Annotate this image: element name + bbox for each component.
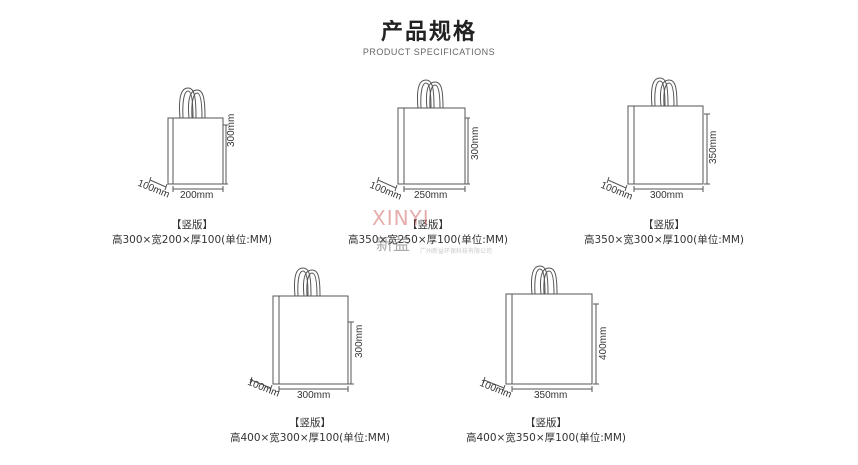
bag-4-spec: 高400×宽300×厚100(单位:MM): [229, 432, 391, 444]
bag-diagram-2: [376, 79, 470, 192]
bag-1-orientation: 【竖版】: [171, 219, 213, 231]
bag-2-spec: 高350×宽250×厚100(单位:MM): [347, 234, 509, 246]
bag-3-spec: 高350×宽300×厚100(单位:MM): [583, 234, 745, 246]
bag-5-spec: 高400×宽350×厚100(单位:MM): [465, 432, 627, 444]
bag-2-width-label: 250mm: [414, 190, 448, 201]
bag-3-orientation: 【竖版】: [643, 219, 685, 231]
bag-1-height-label: 300mm: [226, 113, 237, 147]
bag-1-spec: 高300×宽200×厚100(单位:MM): [111, 234, 273, 246]
bag-3-width-label: 300mm: [650, 190, 684, 201]
bag-4-height-label: 300mm: [354, 324, 365, 358]
bag-4-caption: 【竖版】 高400×宽300×厚100(单位:MM): [200, 416, 420, 446]
bag-2-caption: 【竖版】 高350×宽250×厚100(单位:MM): [318, 218, 538, 248]
bag-1-caption: 【竖版】 高300×宽200×厚100(单位:MM): [82, 218, 302, 248]
bag-4-orientation: 【竖版】: [289, 417, 331, 429]
bag-diagram-5: [482, 265, 599, 392]
bag-5-width-label: 350mm: [534, 390, 568, 401]
bag-2-orientation: 【竖版】: [407, 219, 449, 231]
page-subtitle: PRODUCT SPECIFICATIONS: [362, 47, 496, 57]
page-title: 产品规格: [380, 20, 477, 45]
bag-4-width-label: 300mm: [297, 390, 331, 401]
bag-2-height-label: 300mm: [470, 126, 481, 160]
bag-diagram-4: [249, 267, 354, 392]
bag-5-height-label: 400mm: [598, 326, 609, 360]
bag-3-height-label: 350mm: [708, 130, 719, 164]
bag-1-width-label: 200mm: [180, 190, 214, 201]
bag-5-orientation: 【竖版】: [525, 417, 567, 429]
bag-diagram-1: [148, 87, 228, 192]
bag-3-caption: 【竖版】 高350×宽300×厚100(单位:MM): [554, 218, 774, 248]
bag-diagram-3: [606, 77, 710, 192]
bag-5-caption: 【竖版】 高400×宽350×厚100(单位:MM): [436, 416, 656, 446]
